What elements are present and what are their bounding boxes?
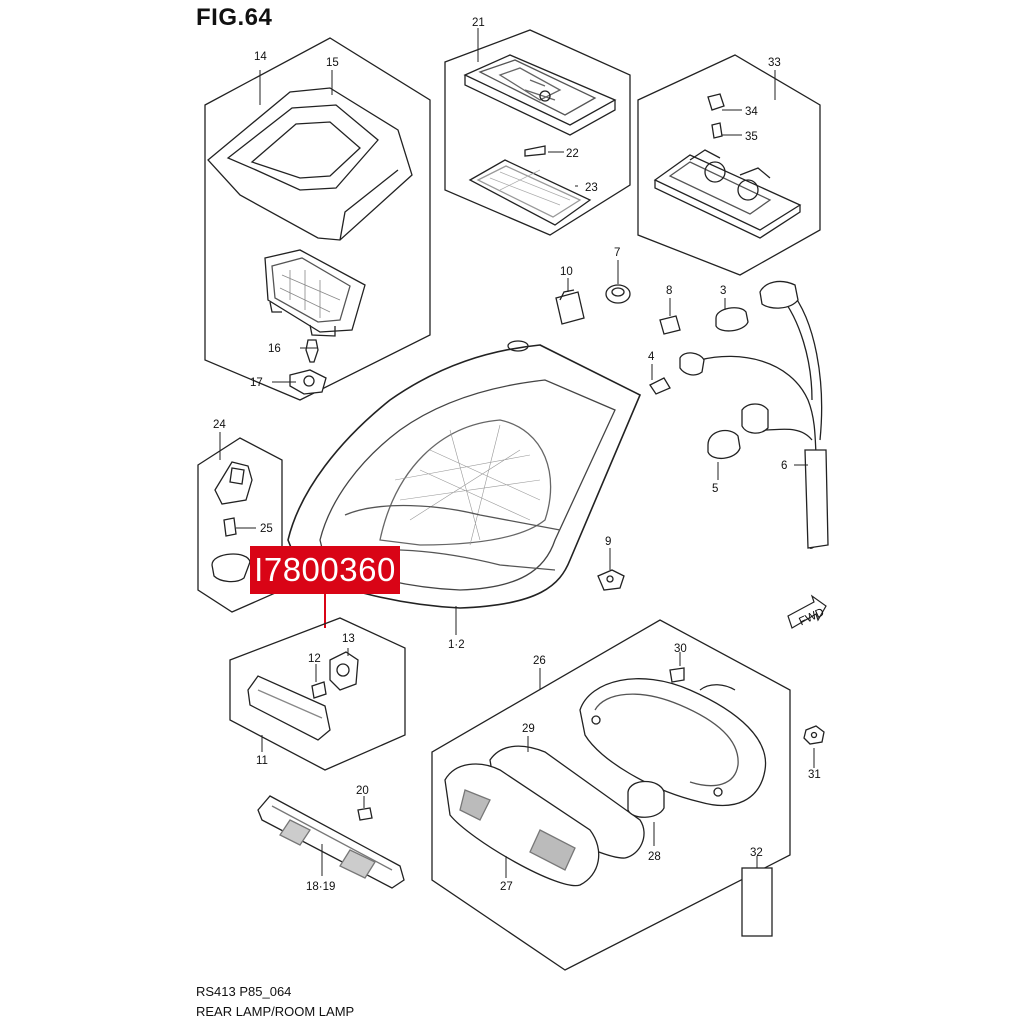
part-label: 25 <box>260 523 273 535</box>
part-label: 1·2 <box>448 639 465 651</box>
part-label: 10 <box>560 266 573 278</box>
part-label: 5 <box>712 483 718 495</box>
rear-combination-lamp <box>287 340 642 609</box>
room-lamp-lens <box>468 159 592 226</box>
part-label: 22 <box>566 148 579 160</box>
bulb-12 <box>311 681 327 699</box>
figure-code: RS413 P85_064 <box>196 984 292 999</box>
group-box-33 <box>637 54 821 276</box>
part-label: 29 <box>522 723 535 735</box>
part-label: 30 <box>674 643 687 655</box>
part-5-bulb <box>707 429 741 459</box>
label-plate-32 <box>741 867 773 937</box>
figure-caption: REAR LAMP/ROOM LAMP <box>196 1004 355 1019</box>
part-label: 17 <box>250 377 263 389</box>
high-mount-lamp-cover <box>207 87 413 241</box>
part-label: 28 <box>648 851 661 863</box>
socket-13 <box>329 651 359 691</box>
cap-24 <box>211 553 251 583</box>
room-lamp-unit-33 <box>653 149 802 239</box>
socket-24 <box>214 461 253 505</box>
wiring-harness-6 <box>679 280 829 549</box>
part-label: 14 <box>254 51 267 63</box>
fog-lamp-lens-27 <box>444 763 600 887</box>
screw-20 <box>357 807 373 821</box>
fwd-arrow-icon: FWD <box>787 594 827 629</box>
bulb-34 <box>707 93 725 111</box>
part-label: 24 <box>213 419 226 431</box>
part-label: 20 <box>356 785 369 797</box>
part-label: 6 <box>781 460 787 472</box>
part-label: 7 <box>614 247 620 259</box>
part-label: 4 <box>648 351 655 363</box>
part-label: 8 <box>666 285 672 297</box>
figure-title: FIG.64 <box>196 4 273 31</box>
room-lamp-housing <box>463 54 617 136</box>
part-label: 16 <box>268 343 281 355</box>
bulb-25 <box>223 517 237 537</box>
part-9-nut <box>597 569 625 591</box>
leader-lines <box>219 28 815 878</box>
part-label: 34 <box>745 106 758 118</box>
part-7-grommet <box>605 284 631 304</box>
part-label: 21 <box>472 17 485 29</box>
part-4-bulb <box>649 377 671 395</box>
group-box-14 <box>204 37 431 401</box>
group-box-26 <box>431 619 791 971</box>
reflector-18-19 <box>257 795 405 889</box>
part-3-bulb <box>715 307 749 332</box>
socket-17 <box>289 369 327 395</box>
part-label: 13 <box>342 633 355 645</box>
nut-31 <box>803 725 825 745</box>
group-box-11 <box>229 617 406 771</box>
part-label: 23 <box>585 182 598 194</box>
bulb-22 <box>524 145 546 157</box>
part-number-callout: I7800360 <box>250 546 400 594</box>
high-mount-lamp-unit <box>264 249 366 337</box>
license-lamp-11 <box>247 675 331 741</box>
screw-30 <box>669 667 685 683</box>
part-label: 35 <box>745 131 758 143</box>
part-10-clip <box>555 289 585 325</box>
part-label: 12 <box>308 653 321 665</box>
part-label: 15 <box>326 57 339 69</box>
bulb-28 <box>627 780 665 818</box>
fog-lamp-housing <box>579 678 767 807</box>
part-label: 33 <box>768 57 781 69</box>
part-8-bulb <box>659 315 681 335</box>
group-box-21 <box>444 29 631 236</box>
part-label: 27 <box>500 881 513 893</box>
part-label: 3 <box>720 285 726 297</box>
bulb-35 <box>711 122 723 139</box>
bulb-16 <box>305 339 319 363</box>
part-label: 11 <box>256 755 268 767</box>
part-label: 26 <box>533 655 546 667</box>
part-label: 18·19 <box>306 881 335 893</box>
part-label: 32 <box>750 847 763 859</box>
part-label: 31 <box>808 769 821 781</box>
part-label: 9 <box>605 536 611 548</box>
